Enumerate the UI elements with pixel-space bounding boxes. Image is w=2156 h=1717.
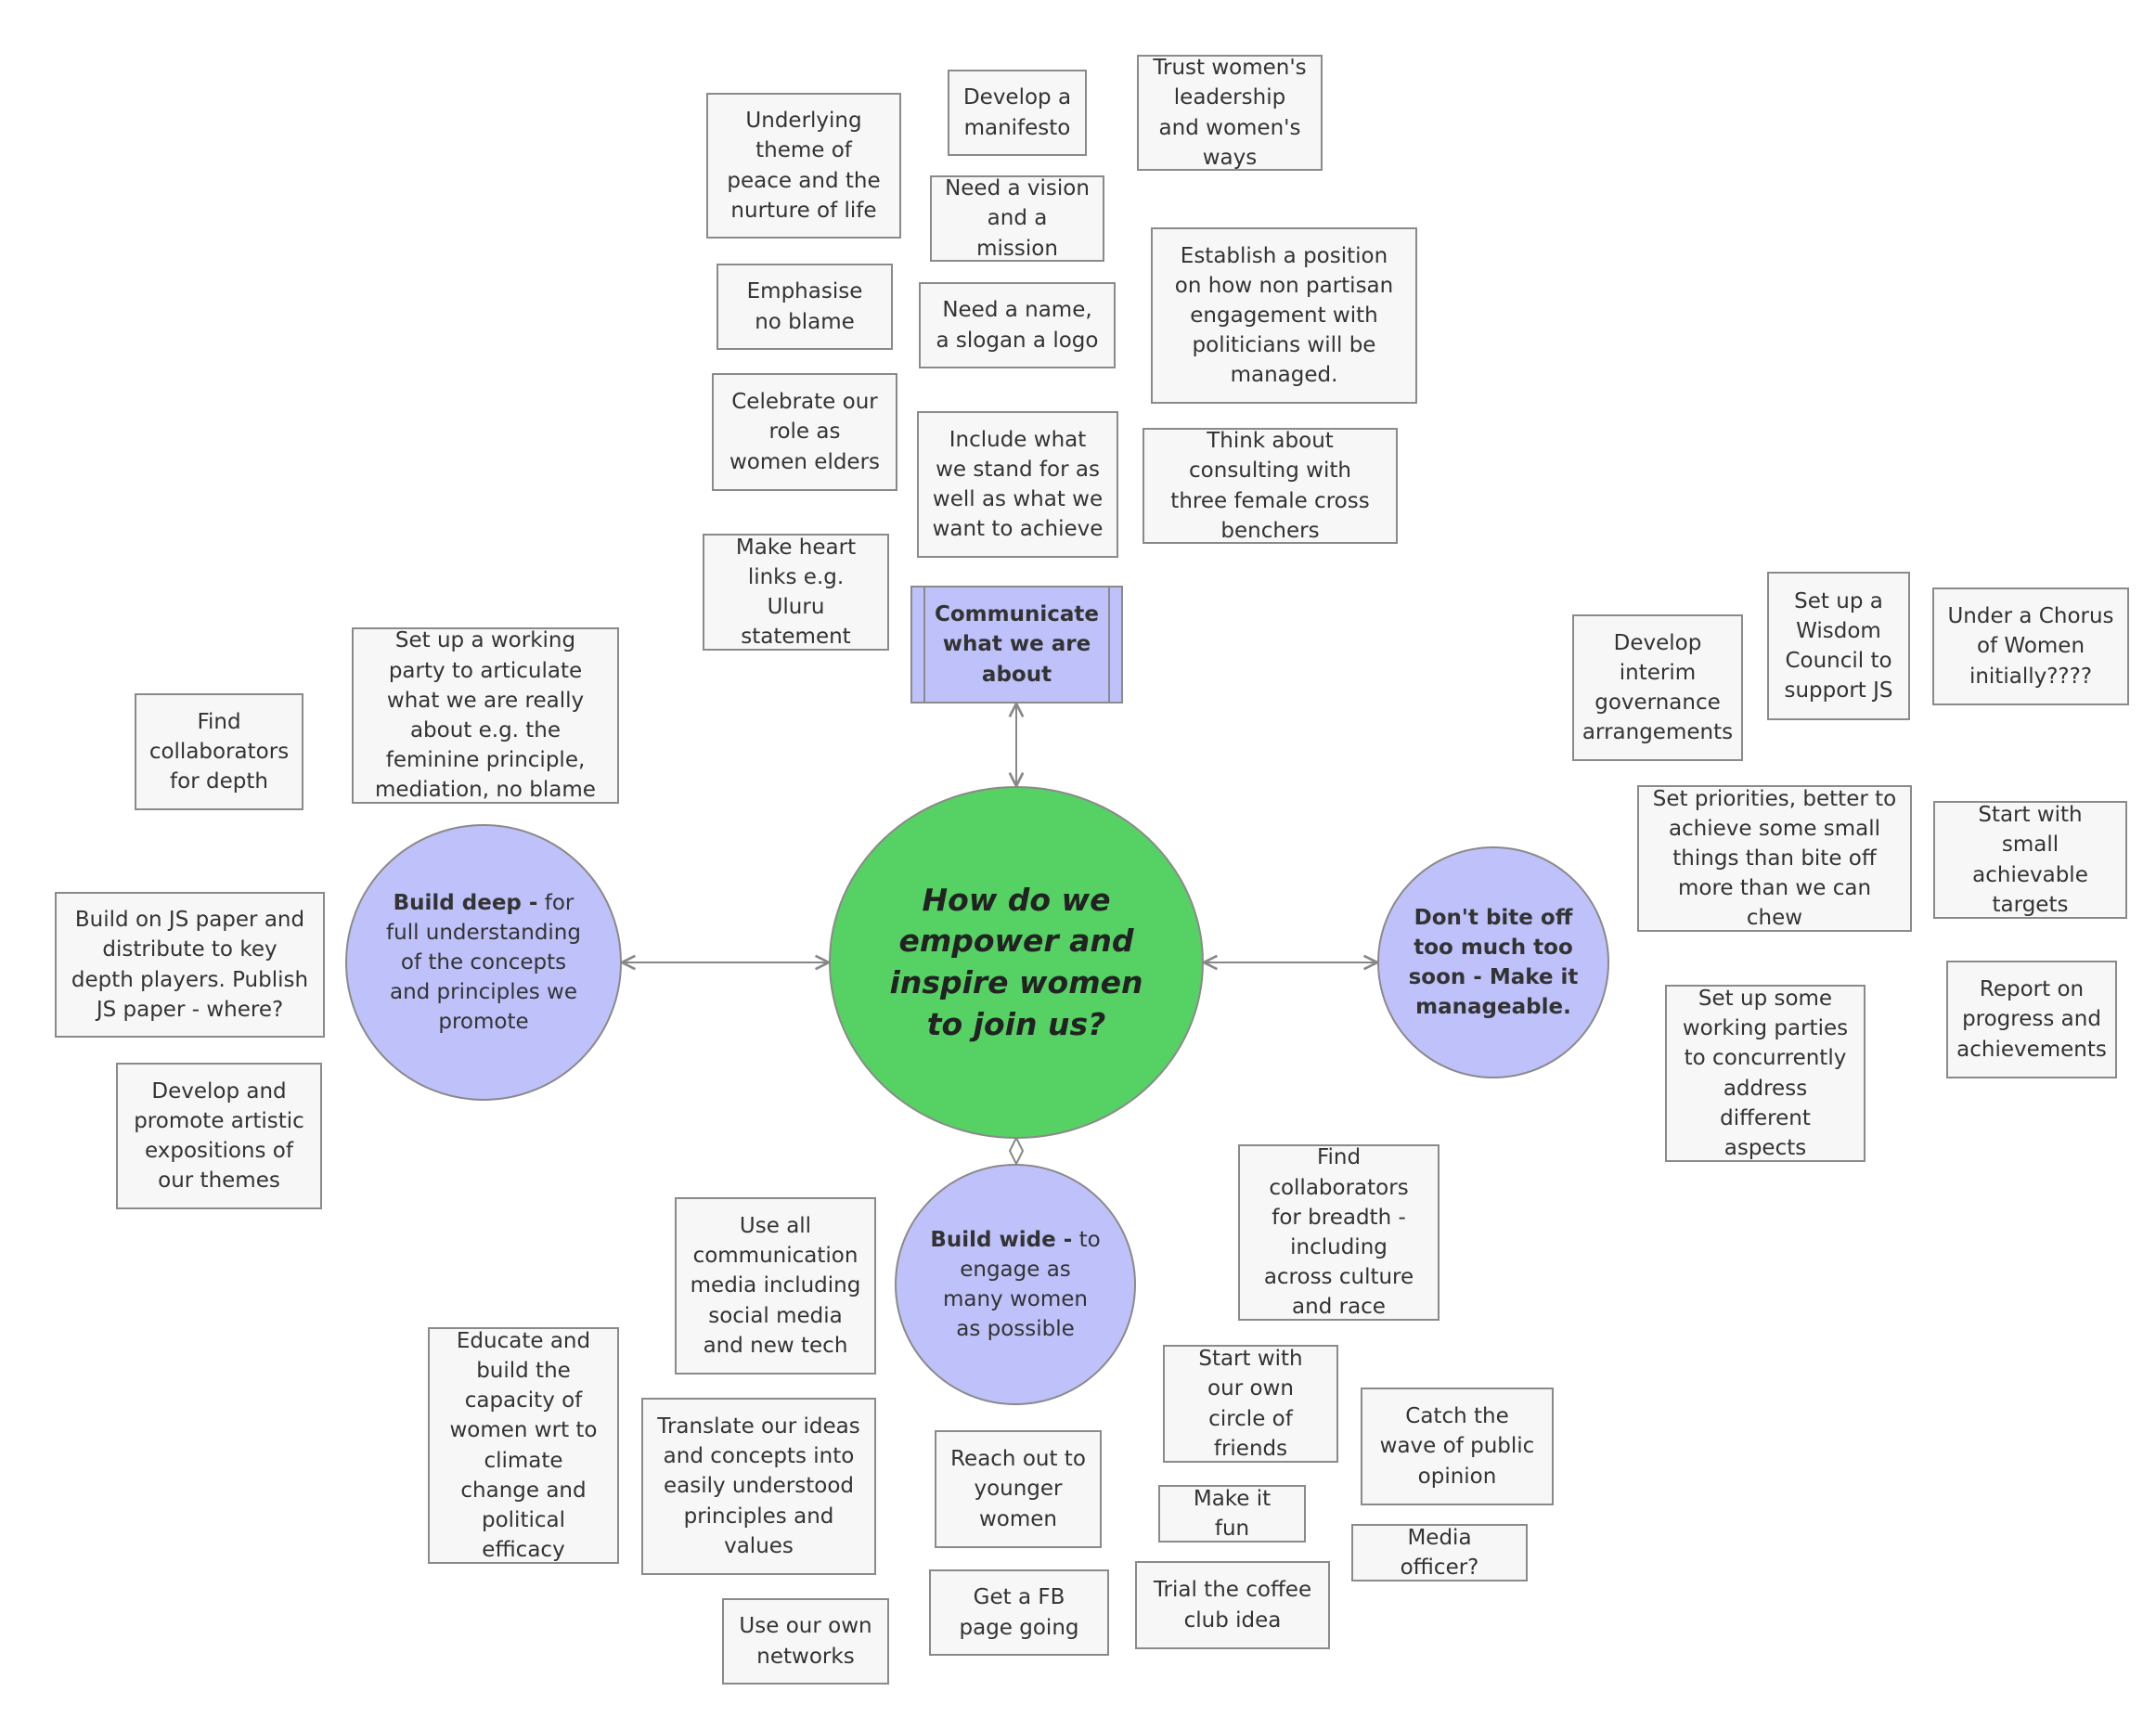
note-text: Build on JS paper and distribute to key … <box>71 908 309 1022</box>
branch-build-deep-text: for full understanding of the concepts a… <box>386 890 581 1035</box>
note-text: Reach out to younger women <box>950 1447 1086 1531</box>
note-circle-of-friends: Start with our own circle of friends <box>1163 1345 1338 1463</box>
note-text: Set up a working party to articulate wha… <box>375 628 596 803</box>
note-build-on-js-paper: Build on JS paper and distribute to key … <box>55 892 325 1038</box>
branch-build-deep: Build deep - for full understanding of t… <box>345 824 622 1101</box>
note-interim-governance: Develop interim governance arrangements <box>1572 614 1743 761</box>
note-develop-manifesto: Develop a manifesto <box>948 70 1087 156</box>
note-coffee-club: Trial the coffee club idea <box>1135 1561 1330 1649</box>
note-emphasise-no-blame: Emphasise no blame <box>717 264 893 350</box>
note-text: Need a vision and a mission <box>945 176 1090 261</box>
note-text: Trust women's leadership and women's way… <box>1153 56 1307 170</box>
note-fb-page: Get a FB page going <box>929 1569 1109 1656</box>
note-communication-media: Use all communication media including so… <box>675 1197 876 1375</box>
branch-build-deep-bold: Build deep - <box>393 890 538 915</box>
note-text: Think about consulting with three female… <box>1170 429 1370 543</box>
central-topic-text: How do we empower and inspire women to j… <box>889 881 1143 1042</box>
note-celebrate-role: Celebrate our role as women elders <box>712 373 897 491</box>
note-wave-of-opinion: Catch the wave of public opinion <box>1361 1388 1554 1505</box>
note-wisdom-council: Set up a Wisdom Council to support JS <box>1767 572 1910 720</box>
note-report-progress: Report on progress and achievements <box>1946 961 2117 1078</box>
note-text: Find collaborators for depth <box>148 709 290 794</box>
note-text: Start with small achievable targets <box>1972 803 2088 917</box>
note-text: Media officer? <box>1400 1525 1479 1580</box>
note-text: Develop interim governance arrangements <box>1581 630 1734 745</box>
note-text: Translate our ideas and concepts into ea… <box>657 1414 860 1558</box>
note-text: Underlying theme of peace and the nurtur… <box>727 109 881 223</box>
note-text: Trial the coffee club idea <box>1153 1578 1312 1633</box>
note-set-priorities: Set priorities, better to achieve some s… <box>1637 785 1912 932</box>
note-heart-links: Make heart links e.g. Uluru statement <box>703 534 889 651</box>
note-establish-position: Establish a position on how non partisan… <box>1151 227 1417 404</box>
branch-build-wide-text: to engage as many women as possible <box>942 1227 1101 1342</box>
note-media-officer: Media officer? <box>1351 1524 1528 1581</box>
note-text: Set up some working parties to concurren… <box>1682 986 1849 1160</box>
note-text: Need a name, a slogan a logo <box>936 298 1099 353</box>
note-vision-mission: Need a vision and a mission <box>930 175 1104 262</box>
note-make-it-fun: Make it fun <box>1158 1485 1306 1543</box>
note-text: Use all communication media including so… <box>690 1214 861 1358</box>
branch-build-wide-bold: Build wide - <box>930 1227 1073 1252</box>
branch-build-wide: Build wide - to engage as many women as … <box>895 1164 1136 1405</box>
note-name-slogan-logo: Need a name, a slogan a logo <box>919 282 1116 368</box>
note-text: Find collaborators for breadth - includi… <box>1263 1145 1414 1320</box>
note-text: Report on progress and achievements <box>1956 977 2107 1062</box>
note-text: Use our own networks <box>739 1614 872 1669</box>
note-text: Develop and promote artistic expositions… <box>134 1078 304 1194</box>
note-small-targets: Start with small achievable targets <box>1933 801 2127 919</box>
note-text: Start with our own circle of friends <box>1198 1347 1303 1461</box>
note-cross-benchers: Think about consulting with three female… <box>1143 428 1398 544</box>
note-concurrent-parties: Set up some working parties to concurren… <box>1665 985 1866 1162</box>
note-text: Develop a manifesto <box>962 85 1072 140</box>
note-text: Set priorities, better to achieve some s… <box>1652 786 1897 931</box>
note-own-networks: Use our own networks <box>722 1598 889 1685</box>
branch-dont-bite-off: Don't bite off too much too soon - Make … <box>1377 846 1609 1078</box>
note-include-stand-for: Include what we stand for as well as wha… <box>917 411 1118 558</box>
note-younger-women: Reach out to younger women <box>935 1430 1102 1548</box>
note-underlying-theme: Underlying theme of peace and the nurtur… <box>706 93 901 239</box>
note-chorus-of-women: Under a Chorus of Women initially???? <box>1932 587 2129 705</box>
note-working-party-articulate: Set up a working party to articulate wha… <box>352 627 619 804</box>
branch-dont-bite-off-text: Don't bite off too much too soon - Make … <box>1408 905 1579 1020</box>
note-collaborators-breadth: Find collaborators for breadth - includi… <box>1238 1144 1439 1321</box>
note-text: Celebrate our role as women elders <box>729 390 881 474</box>
note-text: Emphasise no blame <box>746 279 863 334</box>
note-text: Set up a Wisdom Council to support JS <box>1784 588 1893 704</box>
branch-communicate: Communicate what we are about <box>910 586 1123 704</box>
note-text: Make it fun <box>1193 1486 1272 1541</box>
note-text: Educate and build the capacity of women … <box>449 1328 598 1563</box>
connector-diamond-icon <box>1008 1135 1025 1167</box>
central-topic: How do we empower and inspire women to j… <box>829 786 1204 1139</box>
note-text: Establish a position on how non partisan… <box>1174 243 1394 388</box>
note-text: Get a FB page going <box>959 1585 1079 1640</box>
note-trust-women: Trust women's leadership and women's way… <box>1137 55 1323 171</box>
note-translate-ideas: Translate our ideas and concepts into ea… <box>641 1398 876 1575</box>
note-text: Catch the wave of public opinion <box>1379 1404 1535 1489</box>
note-text: Under a Chorus of Women initially???? <box>1947 604 2114 689</box>
branch-communicate-text: Communicate what we are about <box>935 602 1099 687</box>
note-text: Include what we stand for as well as wha… <box>932 427 1104 542</box>
note-text: Make heart links e.g. Uluru statement <box>735 535 857 650</box>
note-educate-capacity: Educate and build the capacity of women … <box>428 1327 619 1564</box>
note-artistic-expositions: Develop and promote artistic expositions… <box>116 1063 322 1209</box>
note-collaborators-depth: Find collaborators for depth <box>135 693 303 810</box>
